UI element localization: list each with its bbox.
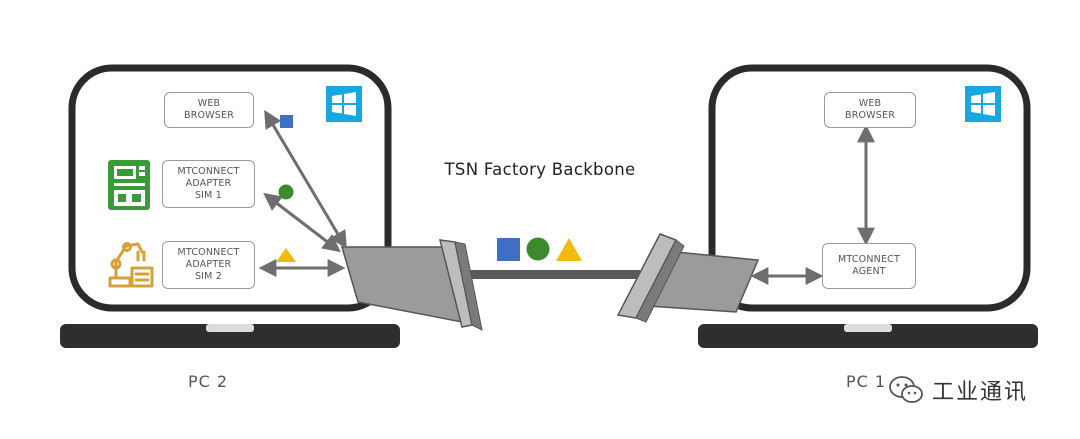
- agent-line1: MTCONNECT: [837, 254, 900, 265]
- pc1-trackpad-notch: [844, 324, 892, 332]
- windows-icon: [326, 86, 362, 122]
- blue-square-icon: [280, 115, 293, 128]
- cnc-machine-icon: [108, 160, 150, 210]
- web-browser-line1: WEB: [197, 98, 221, 109]
- adapter-sim2-line3: SIM 2: [194, 271, 223, 282]
- web-browser-box: WEB BROWSER: [824, 92, 916, 128]
- adapter-sim1-line2: ADAPTER: [185, 178, 232, 189]
- adapter-sim1-line1: MTCONNECT: [177, 166, 240, 177]
- pc1-laptop-base: [698, 324, 1038, 348]
- wechat-icon: [889, 376, 923, 403]
- windows-icon: [965, 86, 1001, 122]
- mtconnect-adapter-sim1-box: MTCONNECT ADAPTER SIM 1: [162, 160, 255, 208]
- pc2-label: PC 2: [188, 372, 229, 391]
- diagram-title: TSN Factory Backbone: [444, 160, 636, 179]
- web-browser-box: WEB BROWSER: [164, 92, 254, 128]
- watermark: 工业通讯: [888, 372, 1028, 408]
- adapter-sim2-line2: ADAPTER: [185, 259, 232, 270]
- agent-line2: AGENT: [852, 266, 886, 277]
- watermark-text: 工业通讯: [932, 380, 1029, 405]
- nic-card-left: [341, 239, 483, 331]
- pc2-laptop-base: [60, 324, 400, 348]
- yellow-triangle-icon: [556, 238, 582, 261]
- adapter-sim1-line3: SIM 1: [194, 190, 223, 201]
- pc1-web-browser-line2: BROWSER: [844, 110, 896, 121]
- adapter-sim2-line1: MTCONNECT: [177, 247, 240, 258]
- green-circle-icon: [526, 237, 550, 261]
- web-browser-line2: BROWSER: [183, 110, 235, 121]
- mtconnect-agent-box: MTCONNECT AGENT: [822, 243, 916, 289]
- nic-card-right: [616, 233, 760, 323]
- yellow-triangle-icon: [276, 248, 296, 262]
- network-cable: [455, 270, 640, 279]
- robot-arm-icon: [108, 242, 154, 288]
- arrow-sim1-nic: [263, 192, 341, 253]
- blue-square-icon: [497, 238, 520, 261]
- mtconnect-adapter-sim2-box: MTCONNECT ADAPTER SIM 2: [162, 241, 255, 289]
- pc1-web-browser-line1: WEB: [858, 98, 882, 109]
- green-circle-icon: [278, 184, 294, 200]
- pc2-trackpad-notch: [206, 324, 254, 332]
- pc1-label: PC 1: [846, 372, 887, 391]
